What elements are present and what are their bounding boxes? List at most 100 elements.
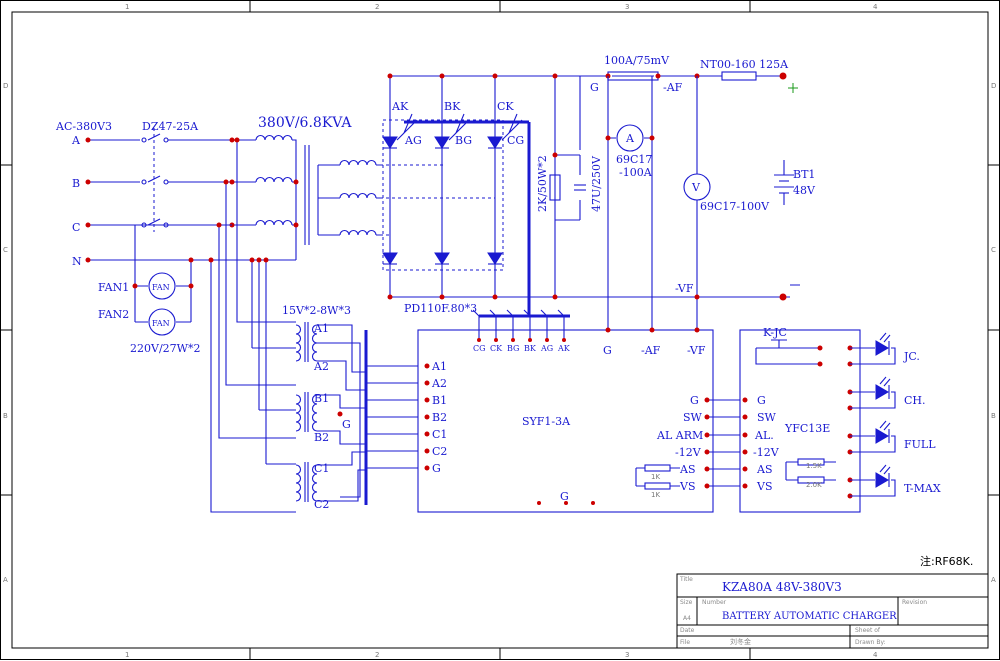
- file-value: 刘冬金: [730, 637, 751, 646]
- ctrl-pin-ak: AK: [557, 344, 571, 353]
- ctrl-pin-g-top: G: [603, 344, 612, 357]
- winding-c2: C2: [314, 498, 329, 511]
- grid-col-2-bottom: 2: [375, 651, 379, 659]
- thyristor-ak-label: AK: [391, 100, 409, 113]
- shunt-label: 100A/75mV: [604, 54, 670, 67]
- dc-output: 2K/50W*2 47U/250V 100A/75mV G -AF NT00-1…: [536, 54, 816, 330]
- phase-c-label: C: [72, 221, 80, 234]
- sheet-field-label: Sheet of: [855, 627, 881, 634]
- thyristor-bk-label: BK: [444, 100, 461, 113]
- disp-res-2: 2.0K: [806, 481, 822, 489]
- drawing-number: BATTERY AUTOMATIC CHARGER: [722, 611, 897, 622]
- number-field-label: Number: [702, 599, 727, 606]
- file-field-label: File: [680, 639, 690, 646]
- ctrl-pin-b2: B2: [432, 411, 447, 424]
- grid-row-b-right: B: [991, 412, 996, 420]
- grid-col-2: 2: [375, 3, 379, 11]
- ctrl-pin-c2: C2: [432, 445, 447, 458]
- ctrl-pin-g-left: G: [432, 462, 441, 475]
- disp-pin-g: G: [757, 394, 766, 407]
- grid-col-3-bottom: 3: [625, 651, 629, 659]
- winding-b1: B1: [314, 392, 329, 405]
- resistor-label: 2K/50W*2: [536, 155, 549, 212]
- fan2-icon: [148, 308, 176, 336]
- vf-label: -VF: [675, 282, 694, 295]
- grid-row-b: B: [3, 412, 8, 420]
- voltmeter-label: 69C17-100V: [700, 200, 770, 213]
- ctrl-pin-ag: AG: [540, 344, 553, 353]
- size-value: A4: [683, 615, 691, 622]
- ctrl-pin-12v: -12V: [675, 446, 702, 459]
- winding-c1: C1: [314, 462, 329, 475]
- grid-col-4-bottom: 4: [873, 651, 878, 659]
- ctrl-res-2: 1K: [651, 491, 660, 499]
- thyristor-cg-label: CG: [507, 134, 524, 147]
- fan1-label: FAN1: [98, 281, 129, 294]
- fan-rating: 220V/27W*2: [130, 342, 200, 355]
- aux-transformer-rating: 15V*2-8W*3: [282, 304, 351, 317]
- ctrl-pin-alarm: AL ARM: [656, 429, 703, 442]
- drawn-field-label: Drawn By:: [855, 639, 886, 646]
- winding-a1: A1: [313, 322, 329, 335]
- ammeter-range: -100A: [619, 166, 653, 179]
- ctrl-pin-g-right: G: [690, 394, 699, 407]
- ctrl-pin-c1: C1: [432, 428, 447, 441]
- shunt-af-label: -AF: [663, 81, 683, 94]
- led-jc-label: JC.: [903, 350, 920, 363]
- fan1-icon: [148, 272, 176, 300]
- disp-pin-12v: -12V: [753, 446, 780, 459]
- voltmeter-icon: [683, 173, 711, 201]
- drawing-title: KZA80A 48V-380V3: [722, 580, 842, 594]
- ctrl-pin-ck: CK: [490, 344, 503, 353]
- winding-a2: A2: [313, 360, 329, 373]
- ctrl-pin-vs: VS: [679, 480, 695, 493]
- led-full-label: FULL: [904, 438, 936, 451]
- grid-col-4: 4: [873, 3, 878, 11]
- size-field-label: Size: [680, 599, 693, 606]
- display-board: YFC13E G SW AL. -12V AS VS K-JC 1.5K 2.0…: [739, 326, 941, 513]
- disp-pin-sw: SW: [757, 411, 777, 424]
- ctrl-pin-b1: B1: [432, 394, 447, 407]
- aux-transformers: 15V*2-8W*3 A1 A2 B1: [208, 137, 430, 513]
- fuse-label: NT00-160 125A: [700, 58, 789, 71]
- led-ch-icon: [875, 376, 891, 400]
- controller-name: SYF1-3A: [522, 415, 571, 428]
- note-text: 注:RF68K.: [920, 554, 973, 568]
- controller-box: [417, 329, 714, 513]
- controller-board: SYF1-3A CG CK BG BK AG AK G -AF -VF A1 A…: [417, 309, 748, 513]
- voltmeter-symbol: V: [691, 181, 701, 194]
- fuse-symbol: [721, 71, 757, 81]
- fan-section: FAN FAN FAN1 FAN2 220V/27W*2: [98, 224, 232, 355]
- grid-col-1: 1: [125, 3, 129, 11]
- ammeter-symbol: A: [625, 132, 635, 145]
- battery-label: BT1: [793, 168, 815, 181]
- shunt-g-label: G: [590, 81, 599, 94]
- capacitor-label: 47U/250V: [590, 155, 603, 212]
- ctrl-bottom-g: G: [560, 490, 569, 503]
- date-field-label: Date: [680, 627, 695, 634]
- winding-b2: B2: [314, 431, 329, 444]
- ctrl-res-1: 1K: [651, 473, 660, 481]
- phase-a-label: A: [71, 134, 81, 147]
- led-full-icon: [875, 420, 891, 444]
- revision-field-label: Revision: [902, 599, 927, 606]
- led-jc-icon: [875, 332, 891, 356]
- thyristor-ag-label: AG: [404, 134, 422, 147]
- ac-input-label: AC-380V3: [55, 120, 112, 133]
- grid-col-3: 3: [625, 3, 629, 11]
- ctrl-pin-a2: A2: [431, 377, 447, 390]
- ctrl-pin-a1: A1: [431, 360, 447, 373]
- switch-label: K-JC: [763, 326, 787, 339]
- disp-res-1: 1.5K: [806, 462, 822, 470]
- led-ch-label: CH.: [904, 394, 926, 407]
- main-transformer: [229, 134, 495, 260]
- led-tmax-icon: [875, 464, 891, 488]
- disp-pin-vs: VS: [756, 480, 772, 493]
- grid-row-d: D: [3, 82, 8, 90]
- display-name: YFC13E: [784, 422, 830, 435]
- phase-n-label: N: [72, 255, 82, 268]
- disp-pin-al: AL.: [754, 429, 774, 442]
- disp-pin-as: AS: [756, 463, 772, 476]
- ctrl-pin-as: AS: [679, 463, 695, 476]
- grid-col-1-bottom: 1: [125, 651, 129, 659]
